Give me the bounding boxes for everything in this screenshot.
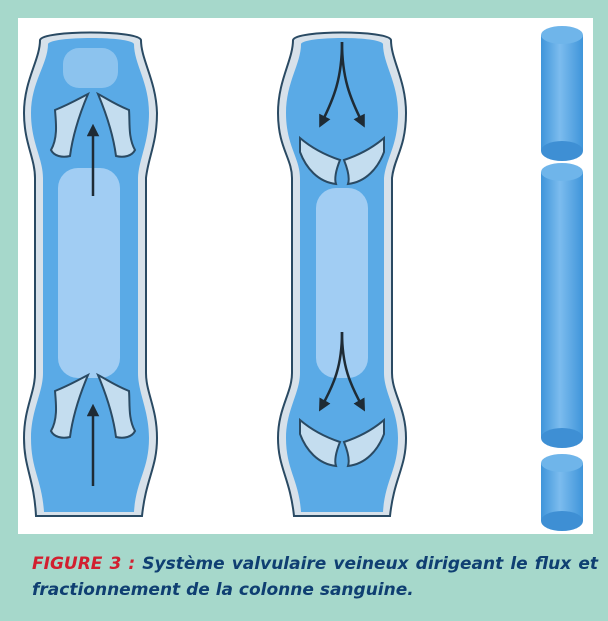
vein-closed-valves: [278, 33, 406, 517]
blood-segment: [541, 163, 583, 448]
blood-column-segments: [541, 26, 583, 531]
valve-diagram: [18, 18, 593, 534]
caption-label: FIGURE 3 :: [32, 554, 135, 574]
lumen-highlight: [63, 48, 118, 88]
vein-open-valves: [24, 33, 157, 517]
lumen-highlight: [58, 168, 120, 378]
figure-caption: FIGURE 3 : Système valvulaire veineux di…: [32, 551, 598, 603]
blood-segment: [541, 26, 583, 161]
illustration-panel: [18, 18, 593, 534]
blood-segment: [541, 454, 583, 531]
